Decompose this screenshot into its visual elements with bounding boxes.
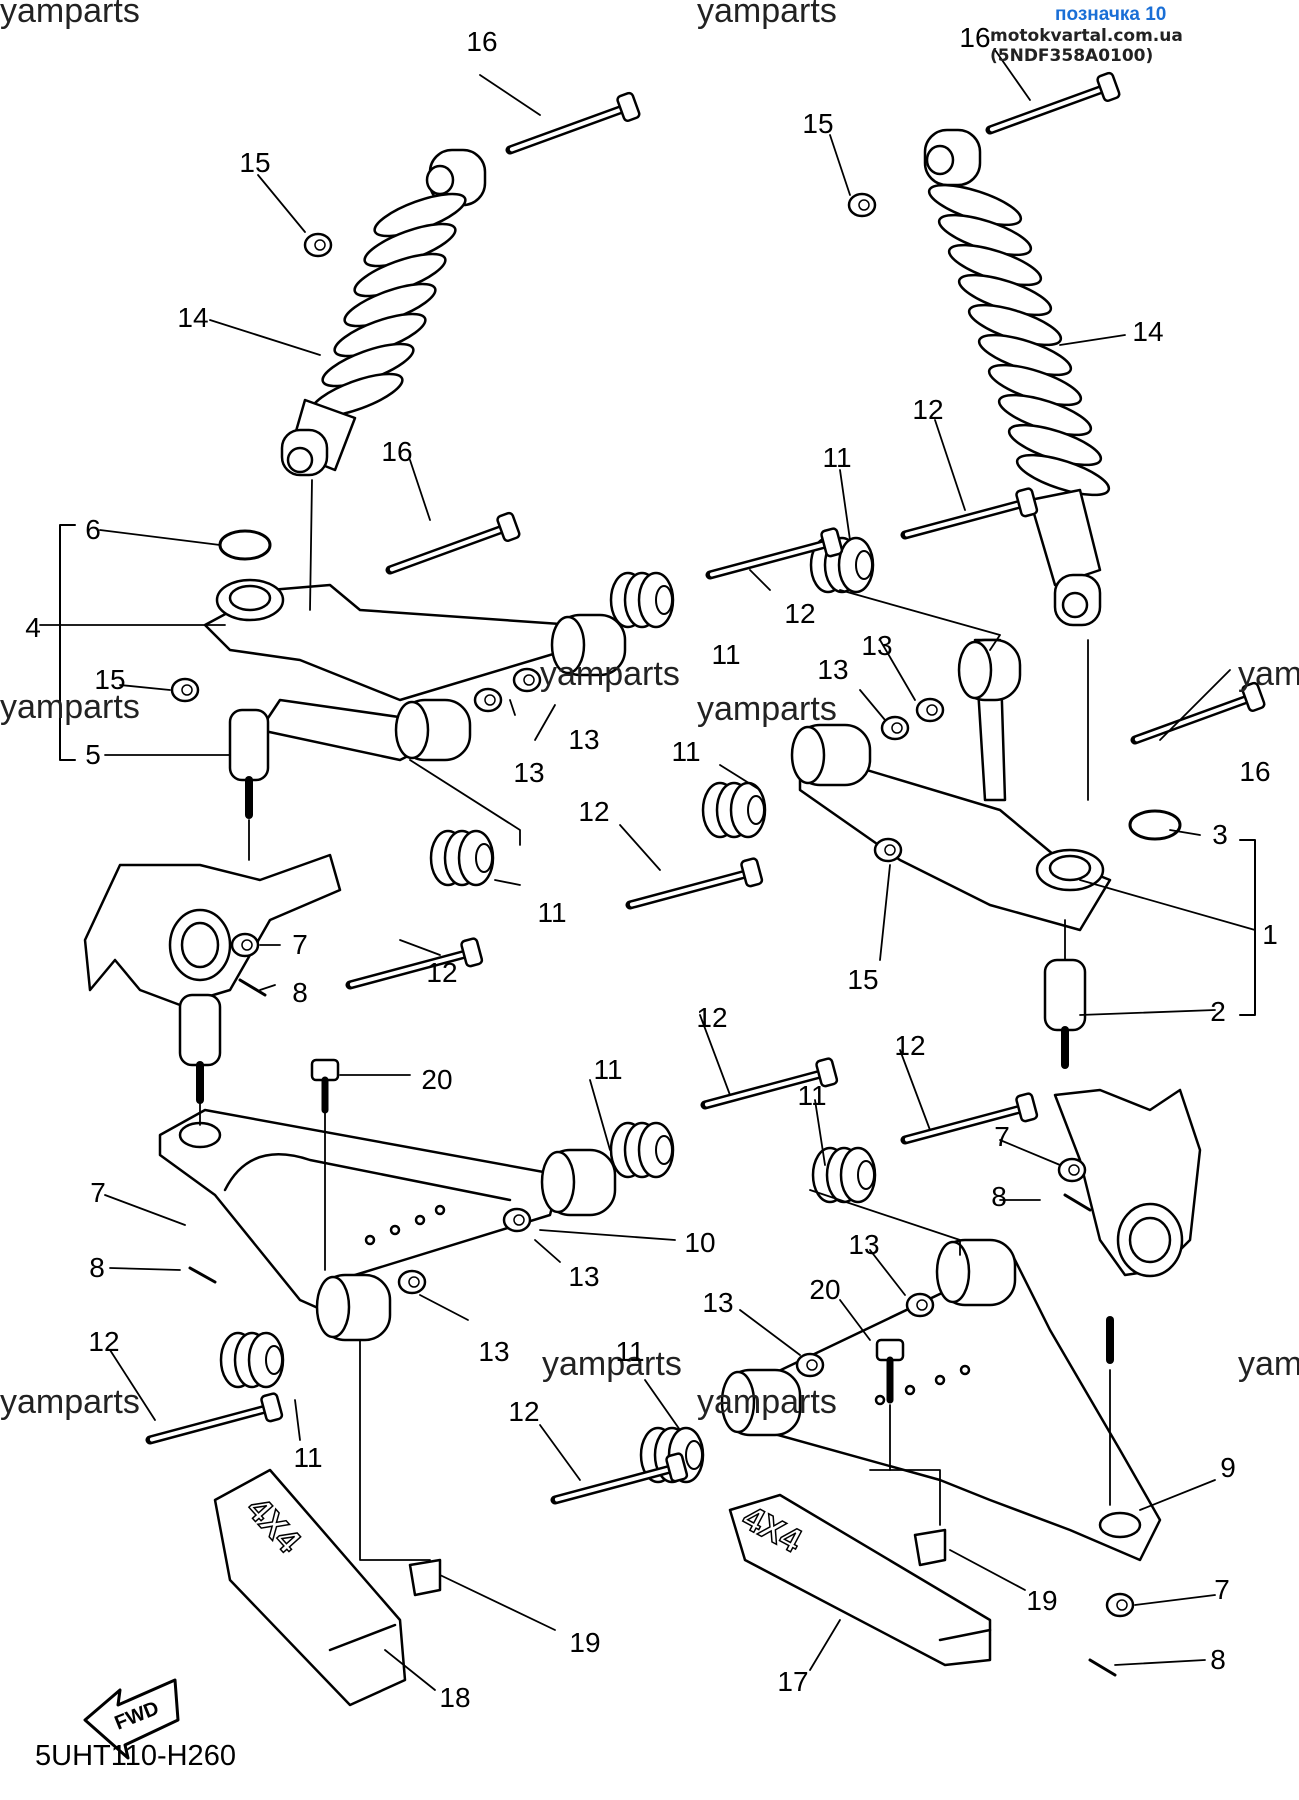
callout-11: 11 [797, 1080, 827, 1111]
callout-17: 17 [777, 1666, 809, 1697]
watermark: yamparts [697, 1383, 837, 1421]
upper-arm-right [790, 638, 1112, 932]
upper-arm-left [203, 578, 627, 762]
callout-11: 11 [711, 639, 741, 670]
callout-16: 16 [381, 436, 413, 467]
guard-left [213, 1468, 407, 1707]
callout-7: 7 [292, 929, 308, 960]
callout-13: 13 [513, 757, 545, 788]
watermark: yamparts [1238, 1345, 1299, 1383]
callout-13: 13 [817, 654, 849, 685]
lower-arm-right [720, 1238, 1162, 1562]
callout-13: 13 [702, 1287, 734, 1318]
callout-12: 12 [578, 796, 610, 827]
callout-3: 3 [1212, 819, 1228, 850]
shock-absorber-left [280, 148, 487, 477]
callout-11: 11 [537, 897, 567, 928]
callout-4: 4 [25, 612, 41, 643]
callout-11: 11 [822, 442, 852, 473]
callout-12: 12 [696, 1002, 728, 1033]
callout-12: 12 [88, 1326, 120, 1357]
callout-11: 11 [615, 1336, 645, 1367]
callout-15: 15 [802, 108, 834, 139]
knuckle-left [83, 853, 342, 1007]
header-subtitle: motokvartal.com.ua (5NDF358A0100) [990, 26, 1183, 66]
lower-arm-left [158, 1108, 617, 1342]
callout-10: 10 [684, 1227, 716, 1258]
callout-19: 19 [1026, 1585, 1058, 1616]
watermark: yamparts [697, 0, 837, 30]
callout-8: 8 [89, 1252, 105, 1283]
callout-12: 12 [508, 1396, 540, 1427]
clip-19-left [408, 1558, 442, 1597]
callout-13: 13 [848, 1229, 880, 1260]
ball-joint-right-upper [1043, 958, 1087, 1069]
callout-11: 11 [593, 1054, 623, 1085]
callout-14: 14 [177, 302, 209, 333]
ball-joint-left-lower [178, 993, 222, 1104]
callout-19: 19 [569, 1627, 601, 1658]
callout-16: 16 [1239, 756, 1271, 787]
watermark: yamparts [1238, 655, 1299, 693]
clip-19-right [913, 1528, 947, 1567]
callout-13: 13 [568, 1261, 600, 1292]
callout-16: 16 [466, 26, 498, 57]
callout-6: 6 [85, 514, 101, 545]
watermark: yamparts [0, 0, 140, 30]
callout-20: 20 [421, 1064, 453, 1095]
callout-14: 14 [1132, 316, 1164, 347]
callout-11: 11 [293, 1442, 323, 1473]
bolt-20-left [310, 1058, 340, 1114]
callout-7: 7 [1214, 1574, 1230, 1605]
callout-11: 11 [671, 736, 701, 767]
callout-12: 12 [784, 598, 816, 629]
callout-13: 13 [478, 1336, 510, 1367]
fwd-arrow-shape [83, 1678, 180, 1760]
callout-13: 13 [861, 630, 893, 661]
callout-8: 8 [1210, 1644, 1226, 1675]
guard-right [728, 1493, 992, 1667]
watermark: yamparts [697, 690, 837, 728]
callout-15: 15 [239, 147, 271, 178]
knuckle-right [1053, 1088, 1202, 1278]
diagram-code: 5UHT110-H260 [35, 1740, 236, 1772]
callout-12: 12 [426, 957, 458, 988]
watermark: yamparts [0, 1383, 140, 1421]
watermark: yamparts [540, 655, 680, 693]
callout-8: 8 [292, 977, 308, 1008]
callout-16: 16 [959, 22, 991, 53]
callout-20: 20 [809, 1274, 841, 1305]
callout-9: 9 [1220, 1452, 1236, 1483]
callout-7: 7 [90, 1177, 106, 1208]
ball-joint-left-upper [228, 708, 270, 819]
watermark: yamparts [0, 688, 140, 726]
watermark: yamparts [542, 1345, 682, 1383]
callout-5: 5 [85, 739, 101, 770]
callout-8: 8 [991, 1181, 1007, 1212]
callout-7: 7 [994, 1121, 1010, 1152]
callout-13: 13 [568, 724, 600, 755]
bolt-20-right [875, 1338, 905, 1404]
callout-15: 15 [94, 664, 126, 695]
callout-12: 12 [912, 394, 944, 425]
header-link[interactable]: позначка 10 [1055, 4, 1167, 25]
callout-1: 1 [1262, 919, 1278, 950]
callout-18: 18 [439, 1682, 471, 1713]
callout-15: 15 [847, 964, 879, 995]
shock-absorber-right [923, 128, 1115, 627]
callout-12: 12 [894, 1030, 926, 1061]
callout-2: 2 [1210, 996, 1226, 1027]
